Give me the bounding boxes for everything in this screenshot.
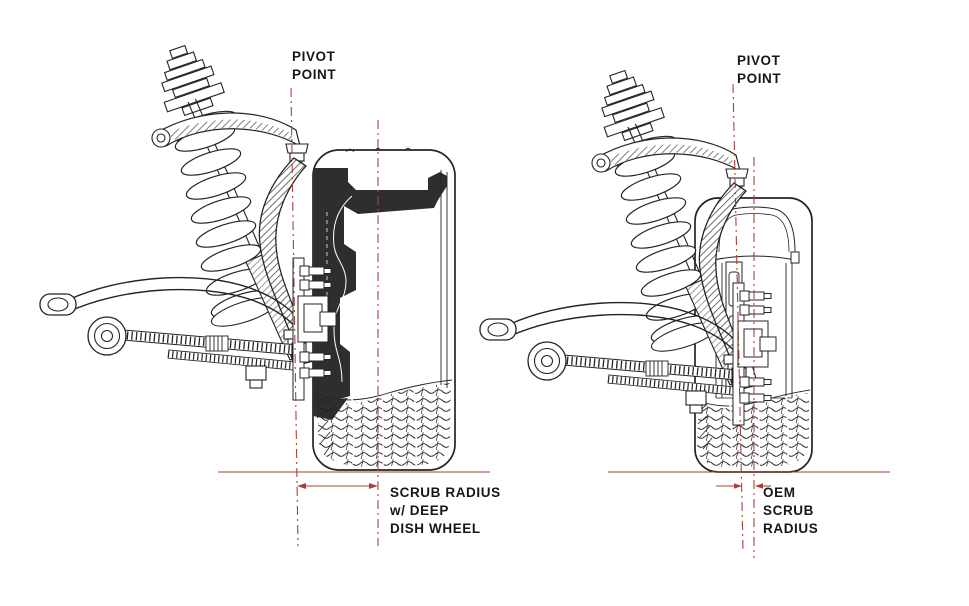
left-deep-dish-wheel: [312, 147, 456, 471]
right-scrub-dimension-arrows: [716, 483, 771, 489]
right-scrub-label-line1: OEM: [763, 485, 796, 500]
left-scrub-dimension-arrow: [297, 483, 378, 489]
right-scrub-label-line2: SCRUB: [763, 503, 815, 518]
left-scrub-radius-label: SCRUB RADIUS w/ DEEP DISH WHEEL: [390, 484, 501, 538]
left-pivot-label-line1: PIVOT: [292, 49, 336, 64]
right-scrub-label-line3: RADIUS: [763, 521, 819, 536]
right-pivot-label-line2: POINT: [737, 71, 782, 86]
left-scrub-label-line3: DISH WHEEL: [390, 521, 481, 536]
left-pivot-label-line2: POINT: [292, 67, 337, 82]
left-pivot-axis-line: [290, 87, 299, 547]
left-suspension-assembly: [40, 38, 318, 388]
left-scrub-label-line1: SCRUB RADIUS: [390, 485, 501, 500]
right-pivot-point-label: PIVOT POINT: [737, 52, 781, 88]
tire-tread-pattern: [697, 393, 809, 467]
tire-tread-pattern: [317, 383, 451, 467]
right-pivot-label-line1: PIVOT: [737, 53, 781, 68]
left-scrub-label-line2: w/ DEEP: [390, 503, 449, 518]
left-pivot-point-label: PIVOT POINT: [292, 48, 336, 84]
right-scrub-radius-label: OEM SCRUB RADIUS: [763, 484, 818, 538]
